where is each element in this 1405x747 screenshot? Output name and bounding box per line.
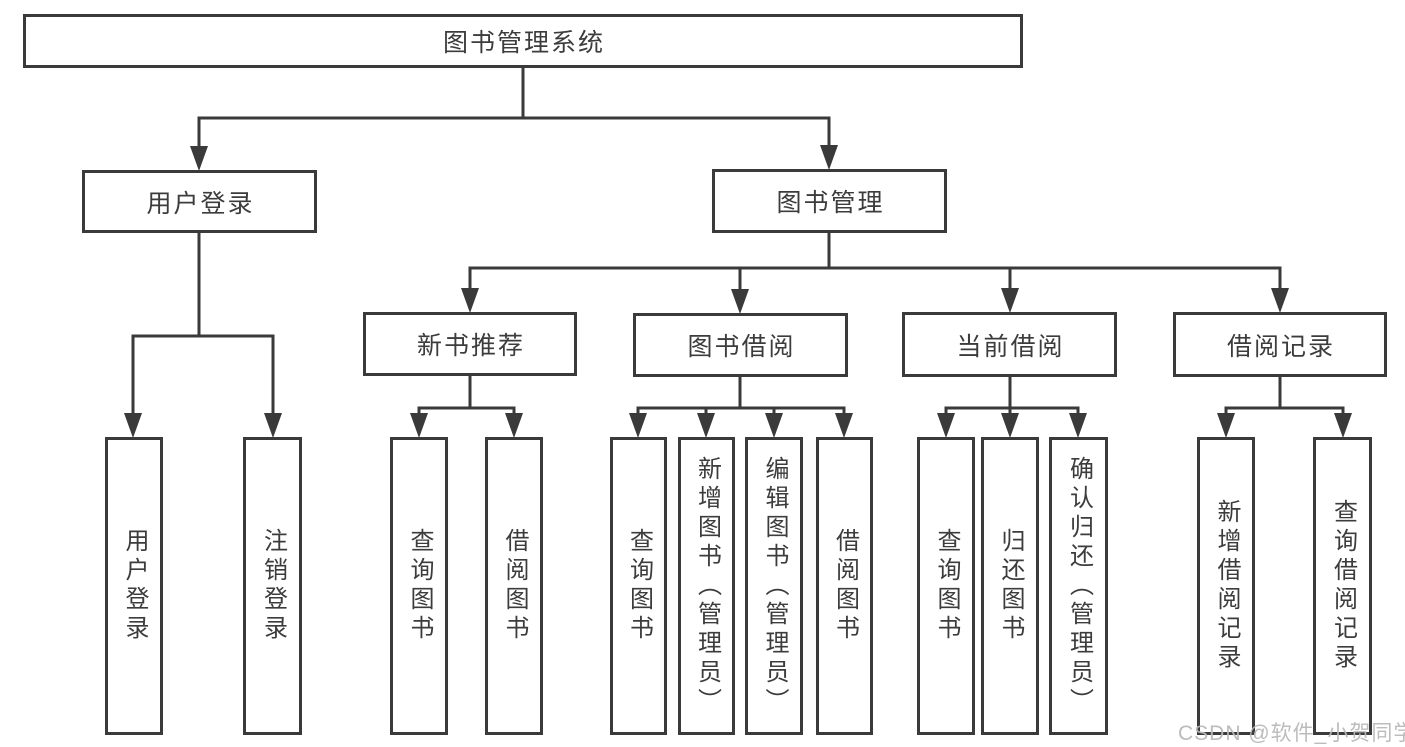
node-label: 确认归还（管理员） xyxy=(1065,455,1093,717)
node-label: 当前借阅 xyxy=(956,332,1065,361)
node-label: 借阅图书 xyxy=(501,528,528,644)
node-label: 图书管理 xyxy=(776,189,885,217)
leaf-add-borrow-record: 新增借阅记录 xyxy=(1197,437,1255,735)
node-label: 归还图书 xyxy=(997,528,1024,644)
node-borrowing-records: 借阅记录 xyxy=(1173,312,1387,377)
arrowheads xyxy=(124,145,1352,438)
node-label: 查询借阅记录 xyxy=(1329,499,1357,673)
node-book-management: 图书管理 xyxy=(712,169,947,233)
leaf-borrow-books-1: 借阅图书 xyxy=(485,437,543,735)
leaf-borrow-books-2: 借阅图书 xyxy=(816,437,873,735)
node-new-book-recommendation: 新书推荐 xyxy=(363,312,577,376)
leaf-query-borrow-record: 查询借阅记录 xyxy=(1313,437,1372,735)
leaf-user-login: 用户登录 xyxy=(105,437,163,735)
leaf-query-books-3: 查询图书 xyxy=(917,437,975,735)
node-label: 新书推荐 xyxy=(416,332,525,360)
node-label: 用户登录 xyxy=(121,528,148,644)
node-label: 注销登录 xyxy=(259,528,287,644)
leaf-return-books: 归还图书 xyxy=(981,437,1039,735)
leaf-edit-book-admin: 编辑图书（管理员） xyxy=(745,437,803,735)
node-label: 图书借阅 xyxy=(687,333,796,361)
node-library-management-system: 图书管理系统 xyxy=(23,14,1023,68)
leaf-logout: 注销登录 xyxy=(243,437,302,735)
watermark: CSDN @软件_小贺同学 xyxy=(1178,722,1405,745)
node-label: 用户登录 xyxy=(146,189,255,218)
node-current-borrowing: 当前借阅 xyxy=(902,312,1117,377)
leaf-confirm-return-admin: 确认归还（管理员） xyxy=(1049,437,1108,735)
leaf-query-books-2: 查询图书 xyxy=(610,437,667,735)
leaf-add-book-admin: 新增图书（管理员） xyxy=(678,437,735,735)
node-label: 新增图书（管理员） xyxy=(693,455,721,717)
node-label: 借阅图书 xyxy=(831,528,859,644)
node-label: 查询图书 xyxy=(406,528,433,644)
node-label: 图书管理系统 xyxy=(442,29,605,57)
node-user-login: 用户登录 xyxy=(82,170,317,233)
node-book-borrowing: 图书借阅 xyxy=(633,313,848,377)
leaf-query-books-1: 查询图书 xyxy=(390,437,448,735)
node-label: 查询图书 xyxy=(933,528,960,644)
node-label: 新增借阅记录 xyxy=(1213,499,1240,673)
node-label: 编辑图书（管理员） xyxy=(761,455,788,717)
node-label: 借阅记录 xyxy=(1226,332,1335,361)
node-label: 查询图书 xyxy=(625,528,653,644)
